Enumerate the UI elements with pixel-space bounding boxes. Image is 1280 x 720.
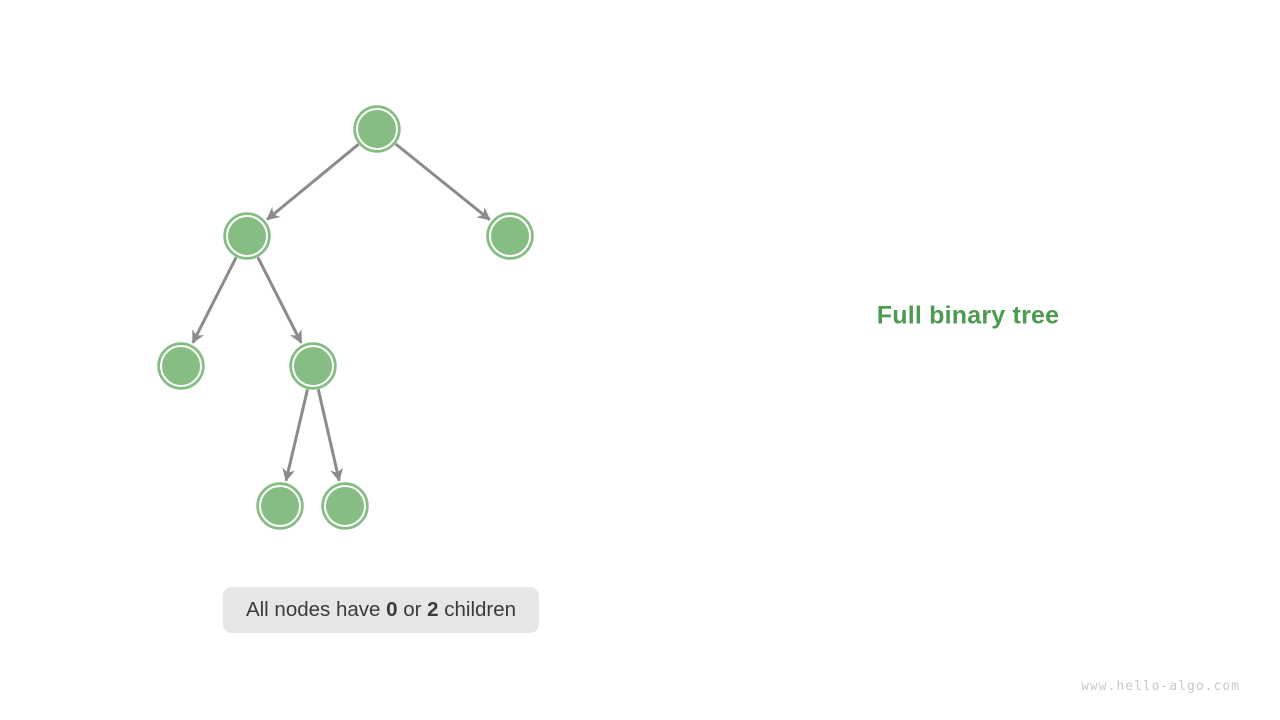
tree-edge-left-to-left-left: [191, 256, 238, 344]
tree-edge-root-to-left: [266, 143, 360, 221]
tree-edge-left-right-to-lr-child: [316, 389, 343, 482]
caption-bold-two: 2: [427, 598, 439, 621]
tree-edge-left-to-left-right: [256, 256, 303, 344]
tree-edge-root-to-right: [394, 142, 491, 221]
tree-edge-left-right-to-ll-child: [282, 389, 309, 482]
tree-node-lr-child: [321, 482, 369, 530]
caption-pill: All nodes have 0 or 2 children: [222, 587, 540, 633]
tree-node-left-left: [157, 342, 205, 390]
tree-node-left-right: [289, 342, 337, 390]
caption-text-suffix: children: [438, 598, 517, 621]
diagram-title: Full binary tree: [876, 301, 1060, 330]
caption-bold-zero: 0: [386, 598, 398, 621]
watermark: www.hello-algo.com: [1081, 679, 1240, 694]
tree-canvas: [157, 105, 534, 530]
caption-text-prefix: All nodes have: [245, 598, 387, 621]
tree-node-ll-child: [256, 482, 304, 530]
tree-node-left: [223, 212, 271, 260]
caption-text-middle: or: [397, 598, 428, 621]
tree-node-right: [486, 212, 534, 260]
tree-node-root: [353, 105, 401, 153]
